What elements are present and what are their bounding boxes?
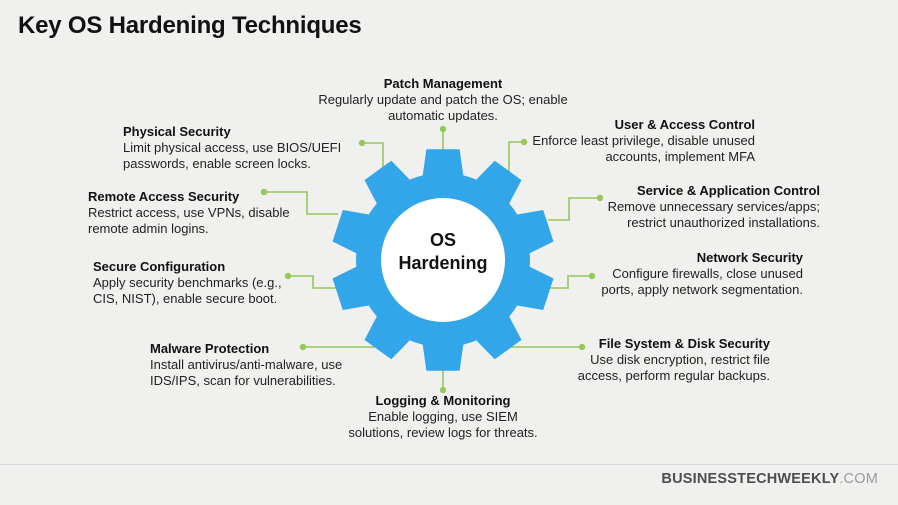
technique-title: Remote Access Security <box>88 189 240 204</box>
connector-dot-secure-configuration <box>284 272 292 280</box>
connector-dot-physical-security <box>358 139 366 147</box>
connector-secure-configuration <box>288 275 338 289</box>
technique-description: Configure firewalls, close unused ports,… <box>601 266 803 297</box>
technique-title: User & Access Control <box>614 117 755 132</box>
technique-description: Enforce least privilege, disable unused … <box>532 133 755 164</box>
technique-patch-management: Patch Management Regularly update and pa… <box>283 76 603 124</box>
technique-description: Restrict access, use VPNs, disable remot… <box>88 205 290 236</box>
technique-secure-configuration: Secure Configuration Apply security benc… <box>93 259 282 307</box>
technique-user-access-control: User & Access Control Enforce least priv… <box>532 117 755 165</box>
connector-physical-security <box>362 142 384 172</box>
technique-title: Logging & Monitoring <box>375 393 511 408</box>
technique-description: Regularly update and patch the OS; enabl… <box>318 92 568 123</box>
gear-center-circle <box>381 198 505 322</box>
technique-description: Install antivirus/anti-malware, use IDS/… <box>150 357 343 388</box>
technique-file-system-disk-security: File System & Disk Security Use disk enc… <box>578 336 770 384</box>
technique-description: Use disk encryption, restrict file acces… <box>577 352 770 383</box>
technique-title: File System & Disk Security <box>598 336 770 351</box>
connector-dot-patch-management <box>439 125 447 133</box>
technique-title: Service & Application Control <box>637 183 820 198</box>
technique-title: Malware Protection <box>150 341 270 356</box>
footer-divider <box>0 464 898 465</box>
center-label: OS Hardening <box>398 230 488 273</box>
footer-brand: BUSINESSTECHWEEKLY.COM <box>661 471 878 487</box>
footer-brand-domain: .COM <box>839 471 878 487</box>
connector-network-security <box>548 275 592 289</box>
connector-dot-remote-access-security <box>260 188 268 196</box>
technique-malware-protection: Malware Protection Install antivirus/ant… <box>150 341 342 389</box>
technique-network-security: Network Security Configure firewalls, cl… <box>601 250 803 298</box>
technique-remote-access-security: Remote Access Security Restrict access, … <box>88 189 290 237</box>
connector-dot-service-application-control <box>596 194 604 202</box>
connector-remote-access-security <box>264 191 338 215</box>
connector-dot-logging-monitoring <box>439 386 447 394</box>
connector-dot-malware-protection <box>299 343 307 351</box>
connector-service-application-control <box>548 197 600 221</box>
technique-description: Enable logging, use SIEM solutions, revi… <box>348 409 538 440</box>
technique-description: Remove unnecessary services/apps; restri… <box>607 199 820 230</box>
technique-description: Limit physical access, use BIOS/UEFI pas… <box>123 140 342 171</box>
connector-dot-user-access-control <box>520 138 528 146</box>
technique-service-application-control: Service & Application Control Remove unn… <box>608 183 820 231</box>
technique-title: Network Security <box>696 250 803 265</box>
technique-description: Apply security benchmarks (e.g., CIS, NI… <box>93 275 282 306</box>
connector-dot-network-security <box>588 272 596 280</box>
connector-dot-file-system-disk-security <box>578 343 586 351</box>
connector-lines <box>260 125 604 394</box>
connector-user-access-control <box>508 141 524 172</box>
technique-title: Physical Security <box>123 124 231 139</box>
technique-logging-monitoring: Logging & Monitoring Enable logging, use… <box>283 393 603 441</box>
page-title: Key OS Hardening Techniques <box>18 12 362 39</box>
technique-physical-security: Physical Security Limit physical access,… <box>123 124 341 172</box>
footer-brand-name: BUSINESSTECHWEEKLY <box>661 471 840 487</box>
technique-title: Secure Configuration <box>93 259 226 274</box>
technique-title: Patch Management <box>383 76 503 91</box>
